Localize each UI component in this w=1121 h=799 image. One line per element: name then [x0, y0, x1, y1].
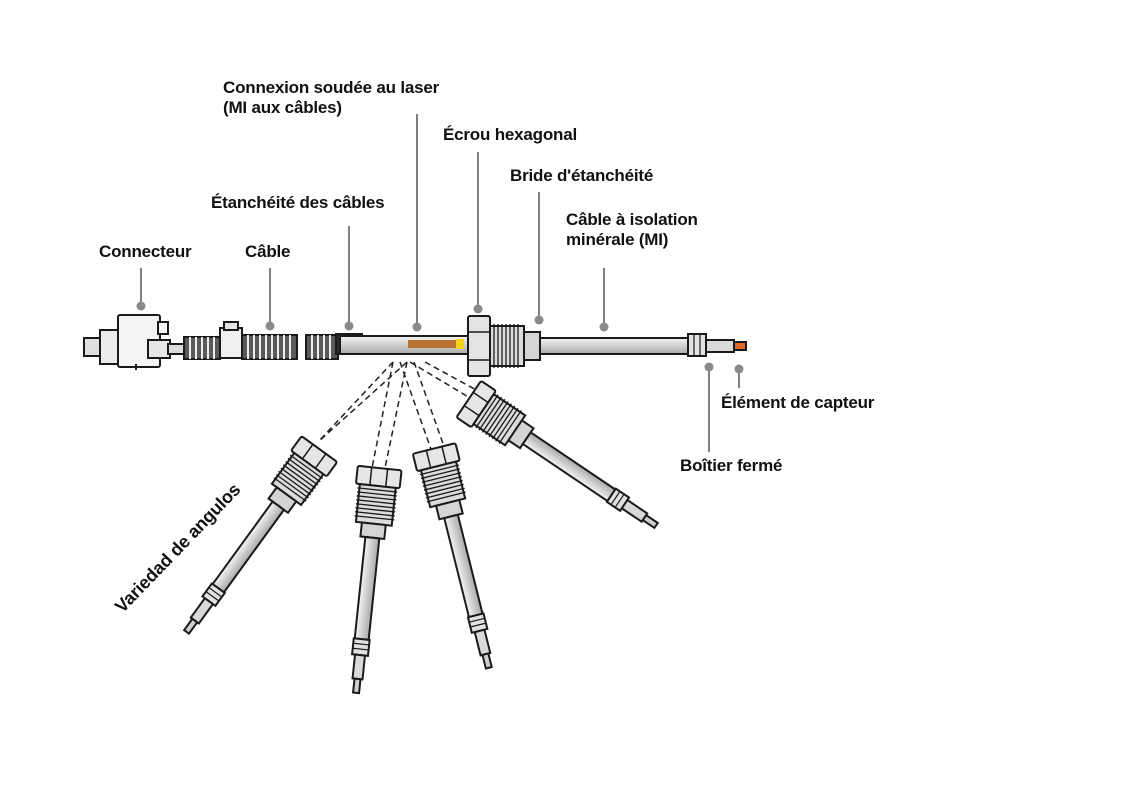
sealing-flange — [523, 331, 541, 361]
label-laser-weld-2: (MI aux câbles) — [223, 98, 342, 117]
label-mi-cable-2: minérale (MI) — [566, 230, 669, 249]
angle-dashes — [317, 361, 481, 469]
label-sensor-element: Élément de capteur — [721, 393, 875, 412]
weld-yellow — [456, 339, 464, 349]
cable-braid-a — [183, 336, 221, 360]
connector-body — [83, 314, 185, 370]
hex-nut — [467, 315, 491, 377]
label-mi-cable-1: Câble à isolation — [566, 210, 698, 229]
cable-clip — [219, 321, 243, 359]
probe-angle-3 — [411, 442, 512, 675]
label-cable: Câble — [245, 242, 291, 261]
label-connector: Connecteur — [99, 242, 192, 261]
leader-lines — [136, 114, 744, 452]
mi-sheath — [539, 337, 691, 355]
probe-angle-4 — [455, 379, 670, 545]
label-laser-weld-1: Connexion soudée au laser — [223, 78, 440, 97]
weld-copper — [408, 340, 456, 348]
label-hex-nut: Écrou hexagonal — [443, 125, 577, 144]
thread — [489, 324, 525, 368]
label-cable-seal: Étanchéité des câbles — [211, 193, 385, 212]
label-sealing-flange: Bride d'étanchéité — [510, 166, 654, 185]
main-sensor — [83, 314, 747, 377]
cable-braid-b — [241, 334, 339, 360]
sensor-tip — [733, 341, 747, 351]
probe-angle-2 — [333, 464, 403, 697]
closed-housing — [687, 333, 735, 357]
label-closed-housing: Boîtier fermé — [680, 456, 783, 475]
